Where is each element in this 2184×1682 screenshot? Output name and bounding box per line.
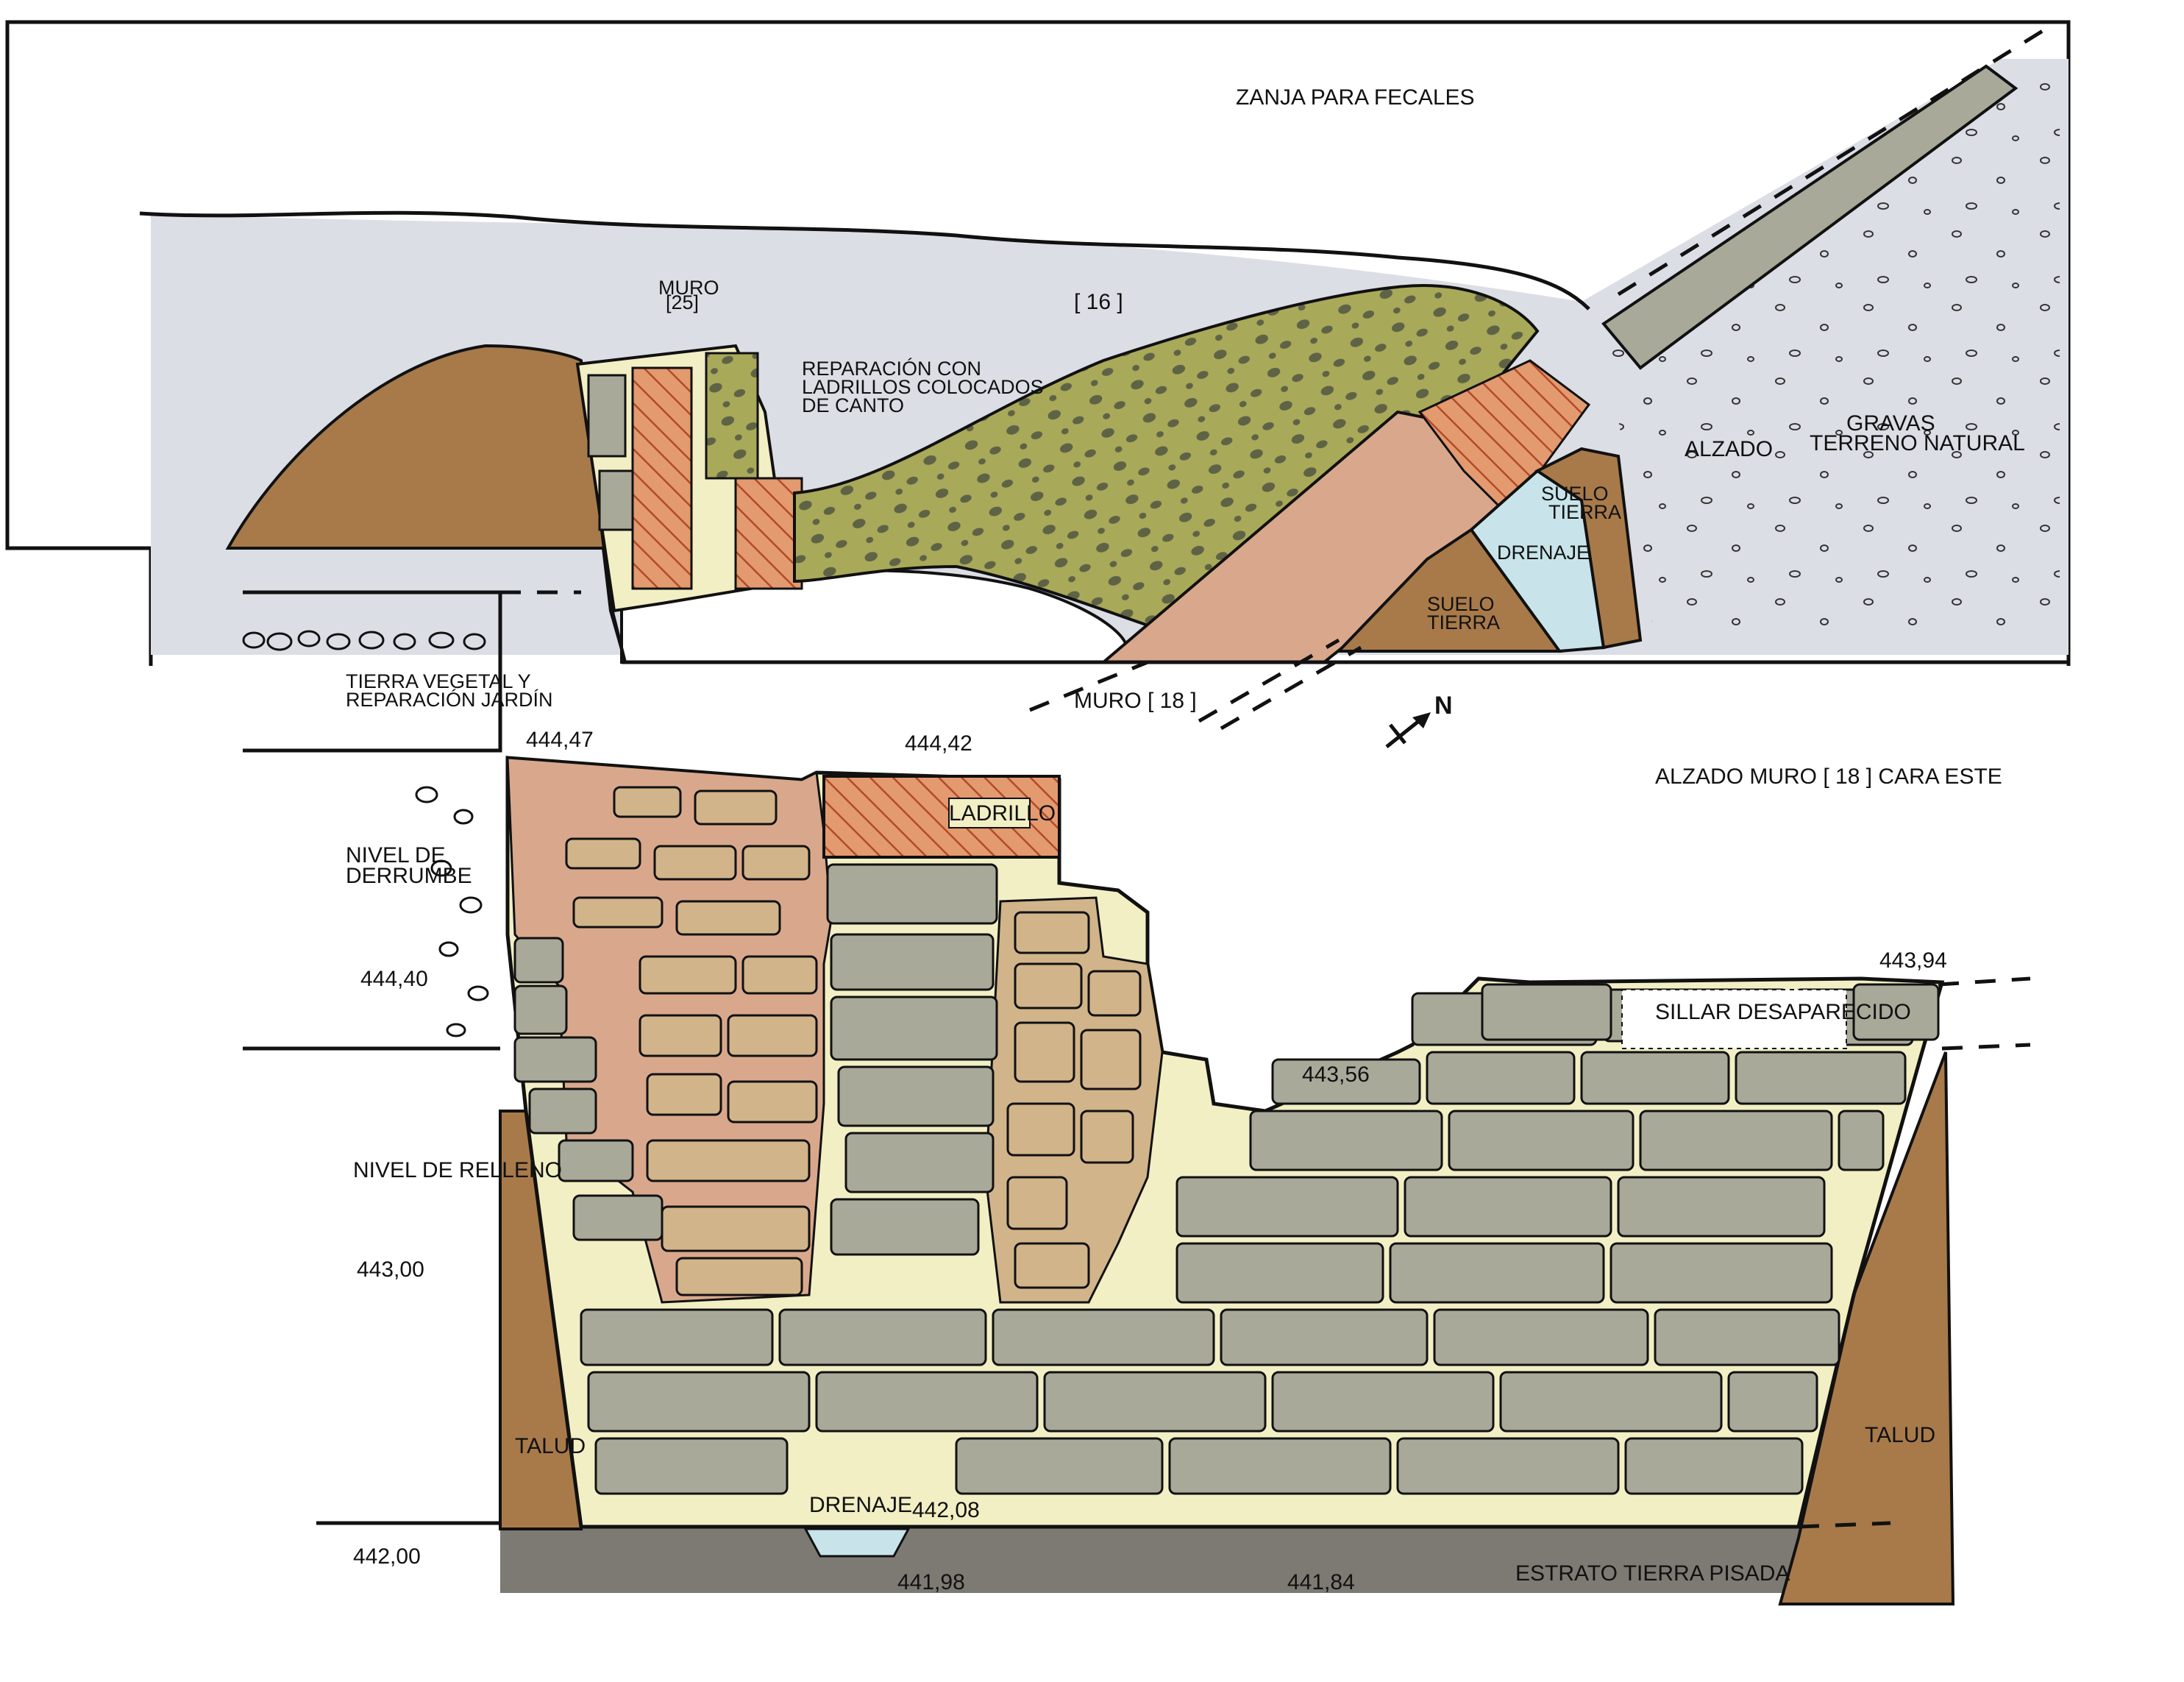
north-label: N xyxy=(1434,692,1453,720)
elevation-section: ALZADO MURO [ 18 ] CARA ESTE TIERRA VEGE… xyxy=(242,590,2031,1605)
muro25-label-1: MURO xyxy=(658,277,719,299)
plan-section: N ZANJA PARA FECALES MURO [25] REPARACIÓ… xyxy=(5,20,2071,748)
estrato-label: ESTRATO TIERRA PISADA xyxy=(1515,1561,1790,1586)
stone-wall-diagonal xyxy=(1601,64,2018,370)
sandstone-blocks xyxy=(565,786,1142,1296)
suelo-tierra-right-1: SUELO xyxy=(1541,483,1609,505)
dash-wall18-3 xyxy=(1220,645,1362,731)
drain-elevation xyxy=(803,1527,911,1558)
talud-left-label: TALUD xyxy=(515,1434,586,1458)
stone-block xyxy=(587,374,627,458)
talud-right xyxy=(1778,1051,1955,1605)
sillar-missing xyxy=(1621,989,1847,1049)
gravel-texture-right xyxy=(1604,81,2060,640)
drenaje-plan-label: DRENAJE xyxy=(1497,542,1590,564)
brick-repair xyxy=(734,477,803,590)
nivel-derrumbe-2: DERRUMBE xyxy=(346,864,472,888)
drenaje-elevation-label: DRENAJE xyxy=(809,1493,912,1517)
dash-upper-right xyxy=(1941,1043,2031,1051)
north-arrow-shaft xyxy=(1385,716,1425,748)
tierra-vegetal-2: REPARACIÓN JARDÍN xyxy=(346,688,553,711)
level-44200: 442,00 xyxy=(353,1544,421,1569)
north-arrow-cross xyxy=(1389,723,1406,745)
talud-left xyxy=(499,1110,583,1530)
dash-wall18-2 xyxy=(1198,638,1340,723)
ladrillo-label: LADRILLO xyxy=(949,801,1056,826)
brick-infill xyxy=(631,366,693,590)
dash-base-right xyxy=(1798,1521,1891,1529)
gravas-label-2: TERRENO NATURAL xyxy=(1810,431,2025,455)
muro25-label-2: [25] xyxy=(666,291,699,313)
soil-mound-left xyxy=(225,344,627,663)
level-44208: 442,08 xyxy=(912,1498,980,1522)
gravel-top-edge xyxy=(139,210,1590,311)
wall-16 xyxy=(793,284,1540,635)
dash-44394 xyxy=(1938,976,2031,987)
nivel-derrumbe-1: NIVEL DE xyxy=(346,843,446,867)
suelo-tierra-center-1: SUELO xyxy=(1427,593,1495,615)
level-44442: 444,42 xyxy=(905,731,972,756)
north-arrow-head xyxy=(1412,712,1431,728)
level-44300: 443,00 xyxy=(357,1257,424,1282)
north-arrow: N xyxy=(1385,692,1453,748)
level-44198: 441,98 xyxy=(897,1570,965,1594)
top-stone-left xyxy=(1481,983,1612,1041)
brick-label-bg xyxy=(948,798,1031,828)
muro18-label: MURO [ 18 ] xyxy=(1074,689,1197,713)
elevation-title: ALZADO MURO [ 18 ] CARA ESTE xyxy=(1655,764,2002,789)
zanja-label: ZANJA PARA FECALES xyxy=(1236,85,1475,110)
reparacion-label-1: REPARACIÓN CON xyxy=(802,357,981,380)
elevation-left-frame xyxy=(243,590,502,753)
muro16-label: [ 16 ] xyxy=(1074,290,1123,314)
debris-stones xyxy=(242,630,489,1037)
level-44184: 441,84 xyxy=(1287,1570,1355,1594)
moss-block xyxy=(705,352,759,480)
soil-patch-right xyxy=(1534,447,1643,650)
stone-block xyxy=(598,469,634,531)
tierra-vegetal-1: TIERRA VEGETAL Y xyxy=(346,670,531,692)
alzado-label: ALZADO xyxy=(1685,437,1773,461)
reparacion-label-2: LADRILLOS COLOCADOS xyxy=(802,376,1044,398)
gravas-label-1: GRAVAS xyxy=(1846,411,1935,436)
suelo-tierra-center-2: TIERRA xyxy=(1427,611,1500,634)
sillar-label: SILLAR DESAPARECIDO xyxy=(1655,1000,1911,1024)
nivel-relleno: NIVEL DE RELLENO xyxy=(353,1158,562,1182)
wall-18-bricks xyxy=(1418,359,1591,517)
stone-courses xyxy=(513,863,1914,1495)
suelo-tierra-right-2: TIERRA xyxy=(1548,501,1621,523)
level-44440: 444,40 xyxy=(360,967,428,991)
talud-right-label: TALUD xyxy=(1865,1423,1935,1447)
base-stratum xyxy=(500,1527,1802,1593)
level-44356: 443,56 xyxy=(1302,1062,1370,1087)
level-44447: 444,47 xyxy=(526,728,594,752)
reparacion-label-3: DE CANTO xyxy=(802,394,904,416)
soil-patch-center xyxy=(1335,528,1562,653)
top-stone-right xyxy=(1852,983,1940,1041)
dash-ne-1 xyxy=(1617,27,2046,297)
level-44394: 443,94 xyxy=(1879,948,1947,973)
